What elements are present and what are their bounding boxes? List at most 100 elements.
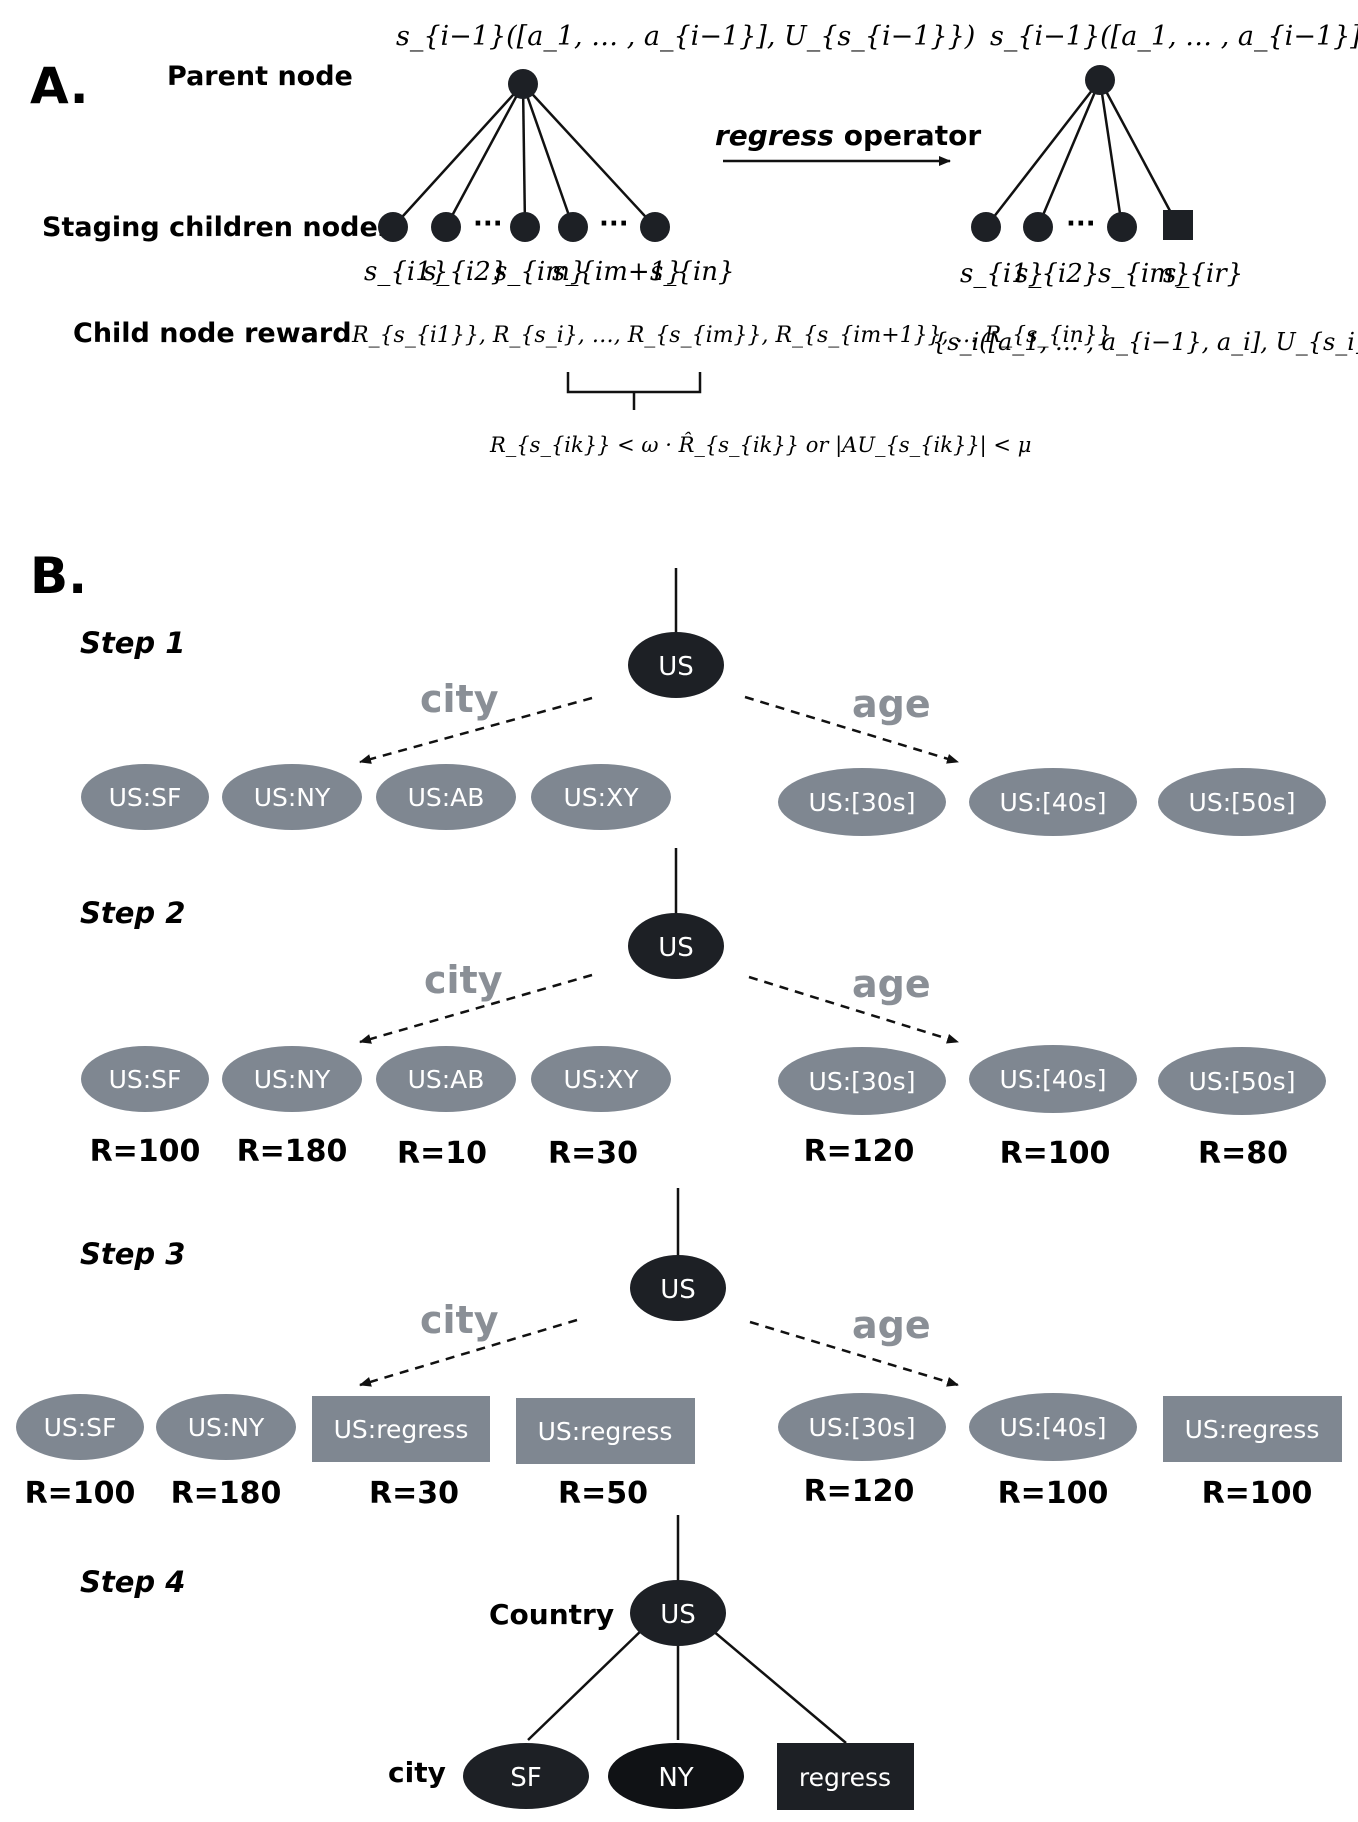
city-attribute-label: city [420, 677, 499, 721]
reward-label: R=100 [1000, 1136, 1111, 1171]
panel-a: A. Parent node Staging children nodes Ch… [30, 21, 1358, 458]
child-label: s_{in} [650, 257, 735, 287]
child-node-label: US:[30s] [809, 1413, 916, 1442]
result-child-label: s_{i1} [960, 259, 1044, 289]
operator-word: operator [834, 119, 981, 152]
child-node [1023, 212, 1053, 242]
root-node [630, 1255, 726, 1321]
root-node [628, 913, 724, 979]
regress-node [312, 1396, 490, 1462]
city-attribute-label: city [424, 958, 503, 1002]
child-node [376, 1046, 516, 1112]
tree-edge [521, 83, 527, 228]
age-split-arrow [749, 1320, 959, 1387]
reward-label: R=10 [397, 1136, 487, 1171]
child-label: s_{im+1} [552, 257, 683, 287]
child-node [81, 764, 209, 830]
reward-label: R=120 [804, 1134, 915, 1169]
child-node [378, 212, 408, 242]
child-node-label: US:[50s] [1189, 788, 1296, 817]
reward-label: R=180 [237, 1134, 348, 1169]
child-node-label: US:SF [109, 1065, 182, 1094]
rewards-text: R_{s_{i1}}, R_{s_i}, …, R_{s_{im}}, R_{s… [351, 323, 1112, 348]
child-label: s_{i1} [364, 257, 448, 287]
tree-edge [527, 1626, 646, 1741]
result-child-label: s_{i2} [1015, 259, 1099, 289]
age-attribute-label: age [852, 962, 931, 1006]
child-node-label: US:NY [254, 1065, 331, 1094]
child-node [778, 1393, 946, 1461]
child-node-label: US:[40s] [1000, 1065, 1107, 1094]
regress-node [516, 1398, 695, 1464]
child-node-label: US:[30s] [809, 1067, 916, 1096]
age-split-arrow [744, 695, 959, 764]
regress-node-label: US:regress [538, 1417, 673, 1446]
child-node [222, 1046, 362, 1112]
leaf-label: NY [658, 1763, 693, 1793]
child-node-label: US:SF [109, 783, 182, 812]
tree-edge [1036, 79, 1102, 228]
reward-label: R=30 [548, 1136, 638, 1171]
panel-b: B. Step 1 US city age US:SF US:NY US:AB … [16, 547, 1342, 1810]
child-node [969, 768, 1137, 836]
child-node [1158, 768, 1326, 836]
leaf-node [463, 1743, 589, 1809]
root-node [630, 1580, 726, 1646]
parent-formula: s_{i−1}([a_1, … , a_{i−1}], U_{s_{i−1}}) [396, 21, 975, 52]
child-node [640, 212, 670, 242]
root-label: US [658, 652, 694, 682]
tree-edge [1098, 79, 1179, 225]
tree-edge [392, 83, 524, 228]
age-attribute-label: age [852, 682, 931, 726]
parent-node [508, 69, 538, 99]
age-attribute-label: age [852, 1303, 931, 1347]
tree-edge [711, 1629, 847, 1744]
parent-formula-text: s_{i−1}([a_1, … , a_{i−1}], U_{s_{i−1}}) [396, 21, 975, 52]
city-split-arrow [359, 973, 593, 1044]
city-split-arrow [359, 1318, 578, 1387]
child-node [376, 764, 516, 830]
reward-label: R=100 [25, 1476, 136, 1511]
reward-label: R=100 [1202, 1476, 1313, 1511]
root-label: US [660, 1275, 696, 1305]
regress-node-label: US:regress [1185, 1415, 1320, 1444]
child-node [969, 1045, 1137, 1113]
panel-b-label: B. [30, 547, 87, 605]
step-2: Step 2 US city age US:SF US:NY US:AB US:… [80, 848, 1326, 1171]
regress-condition: R_{s_{ik}} < ω · R̂_{s_{ik}} or |AU_{s_{… [489, 433, 1031, 458]
regress-node [1163, 210, 1193, 240]
child-node [1107, 212, 1137, 242]
child-node [971, 212, 1001, 242]
brace [566, 372, 702, 410]
step-title: Step 4 [80, 1565, 185, 1599]
child-node-label: US:AB [408, 783, 485, 812]
regress-operator-label: regress operator [715, 119, 981, 152]
leaf-label: regress [799, 1763, 891, 1792]
child-node [1158, 1047, 1326, 1115]
ellipsis: ··· [473, 209, 503, 239]
child-node-label: US:SF [44, 1413, 117, 1442]
city-attribute-label: city [420, 1298, 499, 1342]
child-reward-label: Child node reward [73, 318, 352, 349]
child-node-label: US:NY [188, 1413, 265, 1442]
tree-edge [1098, 79, 1124, 228]
staging-children-label: Staging children nodes [42, 212, 394, 243]
step-1: Step 1 US city age US:SF US:NY US:AB US:… [80, 568, 1326, 836]
child-node-label: US:[40s] [1000, 1413, 1107, 1442]
child-node [778, 1047, 946, 1115]
tree-edge [522, 83, 656, 228]
child-node-label: US:NY [254, 783, 331, 812]
result-set: {s_i([a_1, … , a_{i−1}, a_i], U_{s_i})} [932, 328, 1358, 356]
tree-edge [444, 83, 525, 228]
child-node-label: US:[30s] [809, 788, 916, 817]
child-node [222, 764, 362, 830]
step-title: Step 3 [80, 1237, 185, 1271]
regress-node-label: US:regress [334, 1415, 469, 1444]
root-label: US [658, 933, 694, 963]
regress-node [1163, 1396, 1342, 1462]
tree-edge [521, 83, 575, 228]
child-node-label: US:AB [408, 1065, 485, 1094]
step-4: Step 4 US Country city SF NY regress [80, 1515, 914, 1810]
child-node [81, 1046, 209, 1112]
